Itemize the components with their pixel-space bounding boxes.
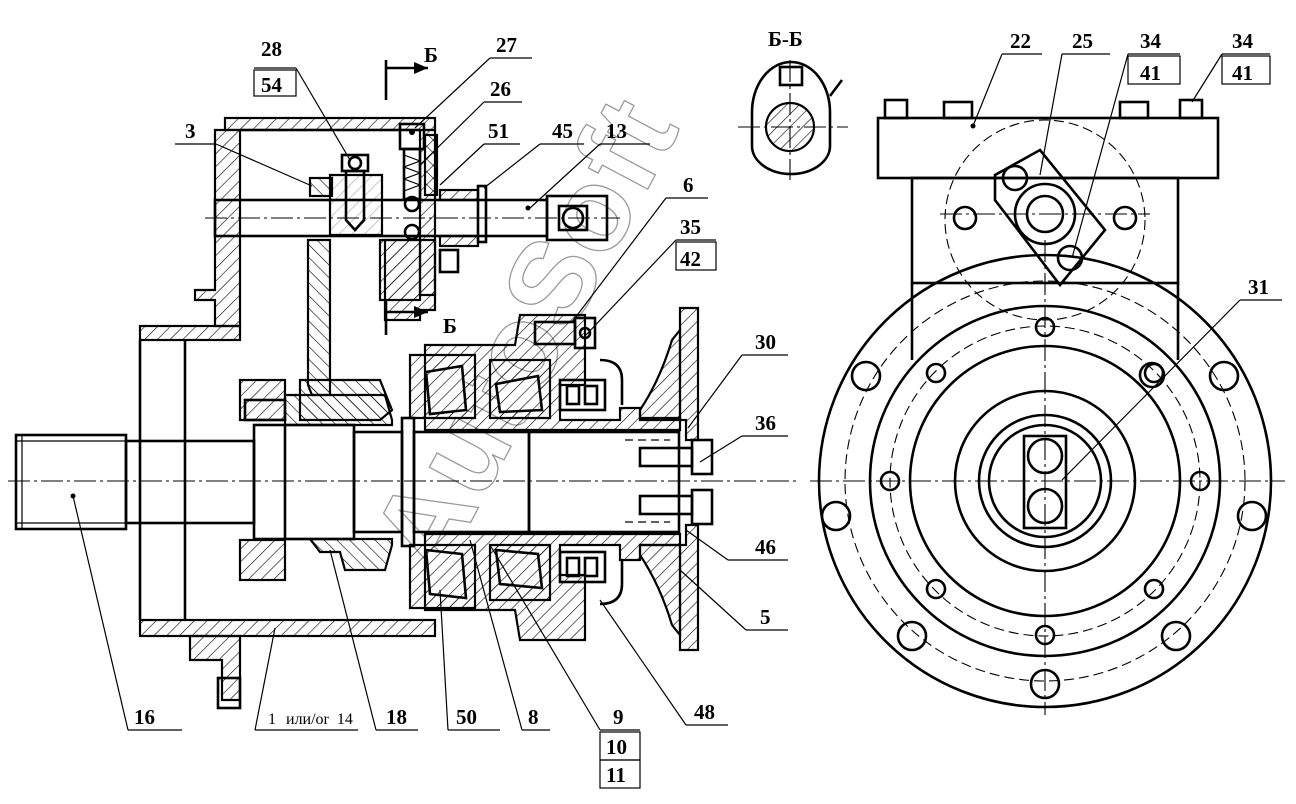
label-27: 27 bbox=[496, 33, 517, 57]
front-view bbox=[810, 98, 1285, 715]
label-28: 28 bbox=[261, 37, 282, 61]
label-1: 1 bbox=[268, 711, 276, 728]
label-26: 26 bbox=[490, 77, 511, 101]
label-45: 45 bbox=[552, 119, 573, 143]
bolts-36 bbox=[625, 438, 714, 526]
leaders-left bbox=[72, 57, 788, 789]
label-42: 42 bbox=[680, 247, 701, 271]
seal-48 bbox=[558, 358, 624, 606]
label-48: 48 bbox=[694, 700, 715, 724]
label-or: или/or bbox=[286, 711, 330, 728]
section-mark-bottom: Б bbox=[443, 314, 457, 338]
label-31: 31 bbox=[1248, 275, 1269, 299]
flange-5 bbox=[638, 306, 700, 652]
label-41-a: 41 bbox=[1140, 61, 1161, 85]
section-mark-top: Б bbox=[424, 43, 438, 67]
label-3: 3 bbox=[185, 119, 196, 143]
gear-18 bbox=[238, 378, 394, 582]
label-8: 8 bbox=[528, 705, 539, 729]
label-11: 11 bbox=[606, 763, 626, 787]
label-6: 6 bbox=[683, 173, 694, 197]
label-18: 18 bbox=[386, 705, 407, 729]
label-16: 16 bbox=[134, 705, 155, 729]
label-46: 46 bbox=[755, 535, 776, 559]
label-22: 22 bbox=[1010, 29, 1031, 53]
shaft-16 bbox=[14, 416, 681, 548]
label-41-b: 41 bbox=[1232, 61, 1253, 85]
label-34-a: 34 bbox=[1140, 29, 1162, 53]
section-view-bb: Б-Б bbox=[738, 27, 848, 180]
label-50: 50 bbox=[456, 705, 477, 729]
label-5: 5 bbox=[760, 605, 771, 629]
label-25: 25 bbox=[1072, 29, 1093, 53]
label-10: 10 bbox=[606, 735, 627, 759]
leaders-right bbox=[972, 53, 1282, 481]
label-35: 35 bbox=[680, 215, 701, 239]
label-34-b: 34 bbox=[1232, 29, 1254, 53]
label-36: 36 bbox=[755, 411, 776, 435]
housing-1-14 bbox=[138, 116, 437, 710]
label-54: 54 bbox=[261, 73, 283, 97]
label-51: 51 bbox=[488, 119, 509, 143]
label-14: 14 bbox=[337, 711, 353, 728]
label-13: 13 bbox=[606, 119, 627, 143]
section-marks: Б Б bbox=[384, 43, 457, 338]
detent-27 bbox=[398, 122, 460, 274]
label-9: 9 bbox=[613, 705, 624, 729]
main-section-view: Б Б bbox=[8, 43, 800, 710]
section-title: Б-Б bbox=[768, 27, 803, 51]
label-30: 30 bbox=[755, 330, 776, 354]
label-1-or-14: 1 или/or 14 bbox=[268, 711, 353, 728]
part-labels: 28 54 27 26 3 51 45 13 6 35 42 30 36 46 … bbox=[134, 29, 1269, 787]
bolt-28 bbox=[328, 153, 384, 237]
